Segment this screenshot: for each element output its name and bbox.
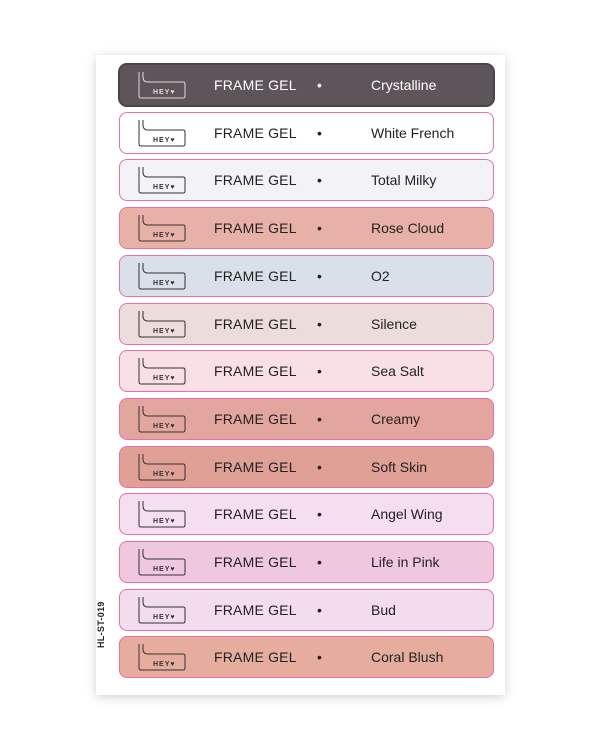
- swatch-row: HEY♥ FRAME GEL • Total Milky: [119, 159, 494, 202]
- swatch-row: HEY♥ FRAME GEL • Life in Pink: [119, 541, 494, 583]
- swatch-row: HEY♥ FRAME GEL • Coral Blush: [119, 636, 494, 679]
- separator: •: [317, 506, 322, 523]
- product-line-label: FRAME GEL: [214, 220, 297, 237]
- hey-logo-icon: HEY♥: [138, 405, 186, 433]
- hey-logo-icon: HEY♥: [138, 358, 186, 385]
- logo-text: HEY♥: [153, 232, 176, 239]
- product-line-label: FRAME GEL: [214, 124, 297, 141]
- logo-text: HEY♥: [153, 375, 176, 382]
- shade-name: Silence: [371, 315, 417, 332]
- shade-name: Angel Wing: [371, 506, 443, 523]
- product-line-label: FRAME GEL: [214, 649, 297, 666]
- hey-logo-icon: HEY♥: [138, 310, 186, 337]
- product-line-label: FRAME GEL: [214, 267, 297, 284]
- shade-name: Sea Salt: [371, 363, 424, 380]
- shade-name: Life in Pink: [371, 554, 440, 570]
- shade-name: Total Milky: [371, 172, 437, 189]
- hey-logo-icon: HEY♥: [138, 119, 186, 147]
- shade-name: Coral Blush: [371, 649, 444, 666]
- hey-logo-icon: HEY♥: [138, 596, 186, 624]
- hey-logo-icon: HEY♥: [138, 549, 186, 576]
- logo-text: HEY♥: [153, 471, 176, 478]
- swatch-row: HEY♥ FRAME GEL • Soft Skin: [119, 445, 494, 488]
- logo-text: HEY♥: [153, 280, 176, 287]
- sheet-code: HL-ST-019: [96, 601, 106, 648]
- shade-name: White French: [371, 124, 455, 141]
- swatch-row: HEY♥ FRAME GEL • O2: [119, 254, 494, 297]
- logo-text: HEY♥: [153, 89, 176, 96]
- hey-logo-icon: HEY♥: [138, 501, 186, 528]
- separator: •: [317, 77, 322, 93]
- shade-name: Bud: [371, 601, 396, 618]
- swatch-row: HEY♥ FRAME GEL • Rose Cloud: [119, 207, 494, 250]
- hey-logo-icon: HEY♥: [138, 215, 186, 242]
- logo-text: HEY♥: [153, 661, 176, 668]
- shade-name: Soft Skin: [371, 458, 428, 475]
- hey-logo-icon: HEY♥: [138, 453, 186, 481]
- logo-text: HEY♥: [153, 566, 176, 573]
- hey-logo-icon: HEY♥: [138, 262, 186, 290]
- logo-text: HEY♥: [153, 328, 176, 335]
- separator: •: [317, 649, 322, 666]
- hey-logo-icon: HEY♥: [138, 72, 186, 99]
- product-line-label: FRAME GEL: [214, 601, 297, 618]
- separator: •: [317, 124, 322, 141]
- hey-logo-icon: HEY♥: [138, 167, 186, 194]
- separator: •: [317, 601, 322, 618]
- swatch-row: HEY♥ FRAME GEL • Bud: [119, 588, 494, 631]
- product-line-label: FRAME GEL: [214, 458, 297, 475]
- product-line-label: FRAME GEL: [214, 506, 297, 523]
- product-line-label: FRAME GEL: [214, 77, 297, 93]
- logo-text: HEY♥: [153, 518, 176, 525]
- logo-text: HEY♥: [153, 184, 176, 191]
- separator: •: [317, 458, 322, 475]
- shade-name: Creamy: [371, 410, 421, 427]
- logo-text: HEY♥: [153, 423, 176, 430]
- product-line-label: FRAME GEL: [214, 554, 297, 570]
- separator: •: [317, 315, 322, 332]
- shade-name: Crystalline: [371, 77, 437, 93]
- shade-name: O2: [371, 267, 390, 284]
- separator: •: [317, 220, 322, 237]
- swatch-row: HEY♥ FRAME GEL • Sea Salt: [119, 350, 494, 393]
- swatch-row: HEY♥ FRAME GEL • Silence: [119, 302, 494, 345]
- product-line-label: FRAME GEL: [214, 363, 297, 380]
- separator: •: [317, 267, 322, 284]
- swatch-row: HEY♥ FRAME GEL • Angel Wing: [119, 493, 494, 536]
- separator: •: [317, 363, 322, 380]
- product-line-label: FRAME GEL: [214, 315, 297, 332]
- separator: •: [317, 554, 322, 570]
- hey-logo-icon: HEY♥: [138, 644, 186, 671]
- product-line-label: FRAME GEL: [214, 410, 297, 427]
- swatch-row: HEY♥ FRAME GEL • Crystalline: [118, 63, 495, 107]
- separator: •: [317, 410, 322, 427]
- shade-name: Rose Cloud: [371, 220, 445, 237]
- separator: •: [317, 172, 322, 189]
- swatch-row: HEY♥ FRAME GEL • White French: [119, 111, 494, 154]
- logo-text: HEY♥: [153, 614, 176, 621]
- logo-text: HEY♥: [153, 137, 176, 144]
- product-line-label: FRAME GEL: [214, 172, 297, 189]
- swatch-row: HEY♥ FRAME GEL • Creamy: [119, 397, 494, 440]
